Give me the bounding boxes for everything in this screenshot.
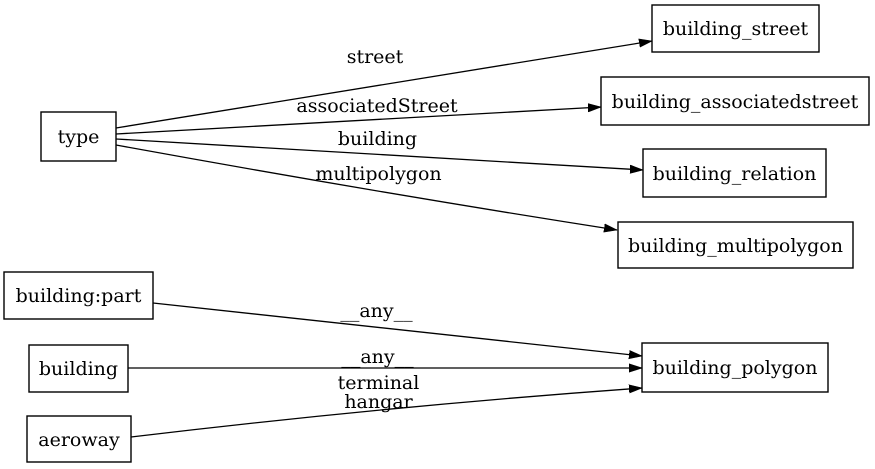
node-box	[651, 4, 820, 53]
edge-building-part-building_polygon: __any__	[152, 300, 642, 356]
node-label: building_relation	[653, 163, 817, 185]
edge-label: __any__	[341, 346, 414, 368]
edge-building-building_polygon: __any__	[128, 346, 642, 368]
node-label: type	[58, 126, 100, 148]
node-box	[642, 148, 827, 198]
edge-type-building_multipolygon: multipolygon	[115, 144, 617, 230]
node-building: building	[28, 344, 129, 393]
node-box	[28, 344, 129, 393]
edge-line	[115, 107, 601, 135]
node-type: type	[40, 111, 117, 162]
node-label: building_multipolygon	[628, 235, 843, 257]
edge-label: associatedStreet	[296, 95, 458, 117]
edge-line	[130, 388, 642, 438]
node-building_street: building_street	[651, 4, 820, 53]
edge-label-line2: hangar	[344, 391, 413, 413]
node-label: aeroway	[38, 429, 120, 451]
edge-label: multipolygon	[315, 163, 441, 185]
node-building_associatedstreet: building_associatedstreet	[600, 76, 870, 126]
node-building-part: building:part	[3, 271, 154, 320]
node-label: building_street	[663, 18, 809, 40]
edge-line	[115, 144, 617, 230]
edge-line	[115, 138, 643, 170]
edge-type-building_relation: building	[115, 128, 643, 170]
edge-type-building_street: street	[115, 41, 652, 129]
node-box	[3, 271, 154, 320]
node-building_polygon: building_polygon	[641, 342, 829, 393]
node-box	[40, 111, 117, 162]
edge-label: __any__	[340, 300, 413, 322]
node-label: building_associatedstreet	[612, 91, 859, 113]
edge-type-building_associatedstreet: associatedStreet	[115, 95, 601, 135]
node-aeroway: aeroway	[26, 415, 132, 463]
edge-aeroway-building_polygon: terminal hangar	[130, 372, 642, 438]
node-box	[26, 415, 132, 463]
edge-label: building	[338, 128, 417, 150]
node-building_multipolygon: building_multipolygon	[617, 221, 854, 269]
node-building_relation: building_relation	[642, 148, 827, 198]
edge-label-line1: terminal	[338, 372, 420, 394]
edge-line	[115, 41, 652, 129]
node-box	[600, 76, 870, 126]
edge-label: street	[347, 46, 404, 68]
node-label: building	[39, 358, 118, 380]
node-box	[641, 342, 829, 393]
node-box	[617, 221, 854, 269]
node-label: building:part	[16, 285, 142, 307]
edge-line	[152, 302, 642, 356]
node-label: building_polygon	[653, 357, 818, 379]
